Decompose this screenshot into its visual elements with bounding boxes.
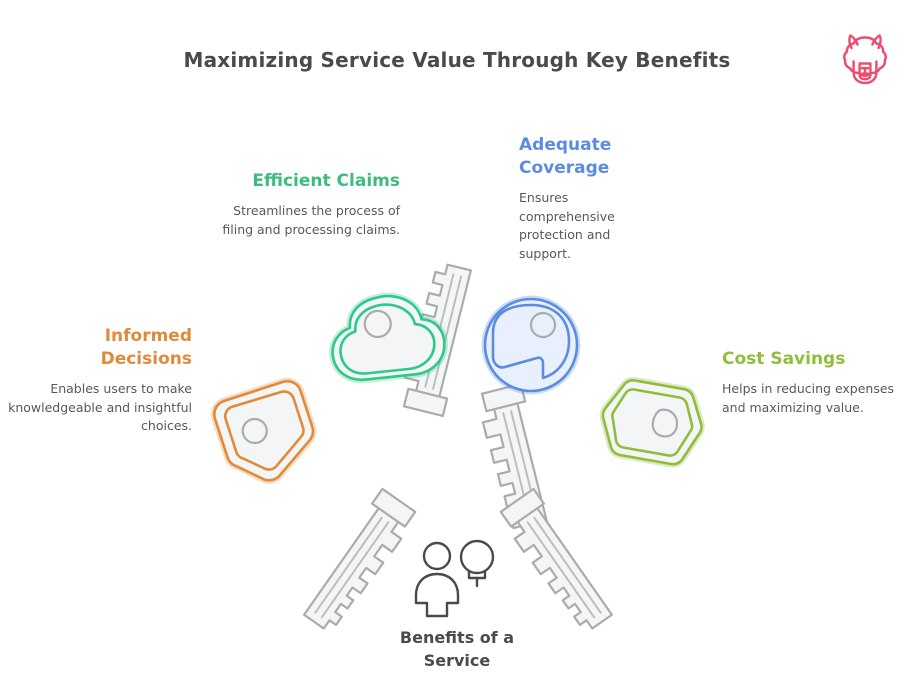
benefit-callout-cost-savings: Cost Savings Helps in reducing expenses … — [722, 348, 900, 417]
benefit-title-efficient-claims: Efficient Claims — [252, 171, 400, 191]
llama-head-icon — [843, 34, 887, 85]
benefit-callout-efficient-claims: Efficient Claims Streamlines the process… — [204, 170, 400, 239]
benefit-callout-adequate-coverage: Adequate Coverage Ensures comprehensive … — [519, 134, 641, 264]
center-icons-group — [414, 539, 495, 618]
benefit-body-adequate-coverage: Ensures comprehensive protection and sup… — [519, 189, 615, 262]
benefit-body-cost-savings: Helps in reducing expenses and maximizin… — [722, 380, 895, 415]
key-icon-green — [329, 263, 472, 418]
benefit-body-informed-decisions: Enables users to make knowledgeable and … — [8, 380, 192, 434]
benefit-title-cost-savings: Cost Savings — [722, 349, 846, 369]
page-title: Maximizing Service Value Through Key Ben… — [183, 48, 731, 72]
key-icon-orange — [210, 377, 417, 630]
key-icon-blue — [480, 295, 581, 537]
center-caption: Benefits of a Service — [327, 626, 587, 672]
benefit-title-adequate-coverage: Adequate Coverage — [519, 135, 612, 178]
benefit-callout-informed-decisions: Informed Decisions Enables users to make… — [8, 325, 192, 436]
benefit-title-informed-decisions: Informed Decisions — [100, 326, 192, 369]
center-caption-line-2: Service — [423, 651, 491, 671]
lightbulb-icon — [459, 539, 495, 588]
key-icon-yellowgreen — [499, 376, 705, 630]
brand-logo — [838, 30, 892, 86]
benefit-body-efficient-claims: Streamlines the process of filing and pr… — [222, 202, 400, 237]
person-icon — [414, 541, 460, 618]
center-caption-line-1: Benefits of a — [399, 628, 515, 647]
